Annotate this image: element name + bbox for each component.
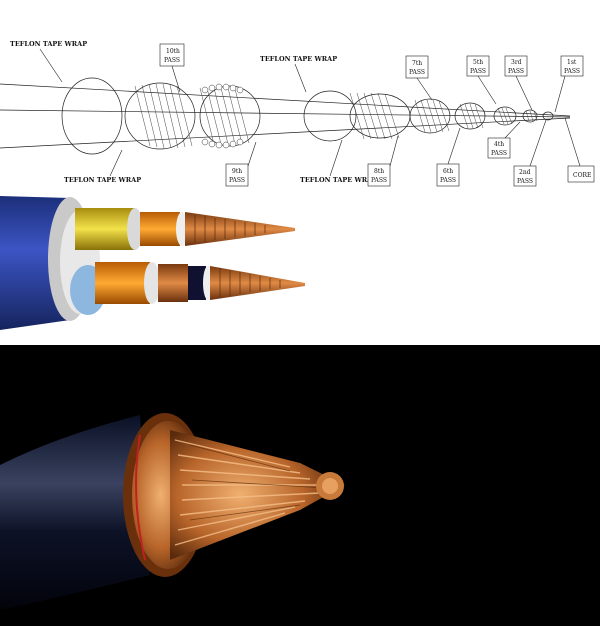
pass-box-1st: 1st PASS <box>554 55 584 113</box>
svg-text:PASS: PASS <box>564 68 580 75</box>
svg-text:CORE: CORE <box>573 172 591 179</box>
pass-box-10th: 10th PASS <box>159 43 185 93</box>
svg-text:8th: 8th <box>374 168 384 175</box>
pass-box-4th: 4th PASS <box>487 121 521 159</box>
svg-text:1st: 1st <box>567 59 577 66</box>
teflon-label-bottom-mid: TEFLON TAPE WRAP <box>300 176 377 184</box>
pass-box-7th: 7th PASS <box>405 55 433 101</box>
svg-text:PASS: PASS <box>409 69 425 76</box>
svg-text:4th: 4th <box>494 141 504 148</box>
cable-render <box>0 196 305 330</box>
core-box: CORE <box>564 117 595 183</box>
svg-text:PASS: PASS <box>371 177 387 184</box>
svg-text:10th: 10th <box>166 48 180 55</box>
svg-text:7th: 7th <box>412 60 422 67</box>
svg-text:PASS: PASS <box>229 177 245 184</box>
svg-text:PASS: PASS <box>440 177 456 184</box>
pass-box-3rd: 3rd PASS <box>504 55 533 111</box>
pass-box-9th: 9th PASS <box>225 141 257 187</box>
cable-photo <box>0 345 600 626</box>
pass-box-8th: 8th PASS <box>367 135 399 187</box>
svg-text:3rd: 3rd <box>511 59 522 66</box>
pass-box-2nd: 2nd PASS <box>513 119 547 187</box>
svg-text:6th: 6th <box>443 168 453 175</box>
svg-text:PASS: PASS <box>164 57 180 64</box>
svg-text:9th: 9th <box>232 168 242 175</box>
svg-text:5th: 5th <box>473 59 483 66</box>
cable-line-drawing: TEFLON TAPE WRAP TEFLON TAPE WRAP TEFLON… <box>0 40 595 187</box>
teflon-label-bottom-left: TEFLON TAPE WRAP <box>64 176 141 184</box>
teflon-label-top-mid: TEFLON TAPE WRAP <box>260 55 337 63</box>
pass-box-5th: 5th PASS <box>466 55 497 105</box>
svg-text:PASS: PASS <box>508 68 524 75</box>
teflon-label-top-left: TEFLON TAPE WRAP <box>10 40 87 48</box>
svg-text:2nd: 2nd <box>519 169 531 176</box>
svg-text:PASS: PASS <box>517 178 533 185</box>
pass-box-6th: 6th PASS <box>436 127 461 187</box>
svg-text:PASS: PASS <box>470 68 486 75</box>
svg-text:PASS: PASS <box>491 150 507 157</box>
